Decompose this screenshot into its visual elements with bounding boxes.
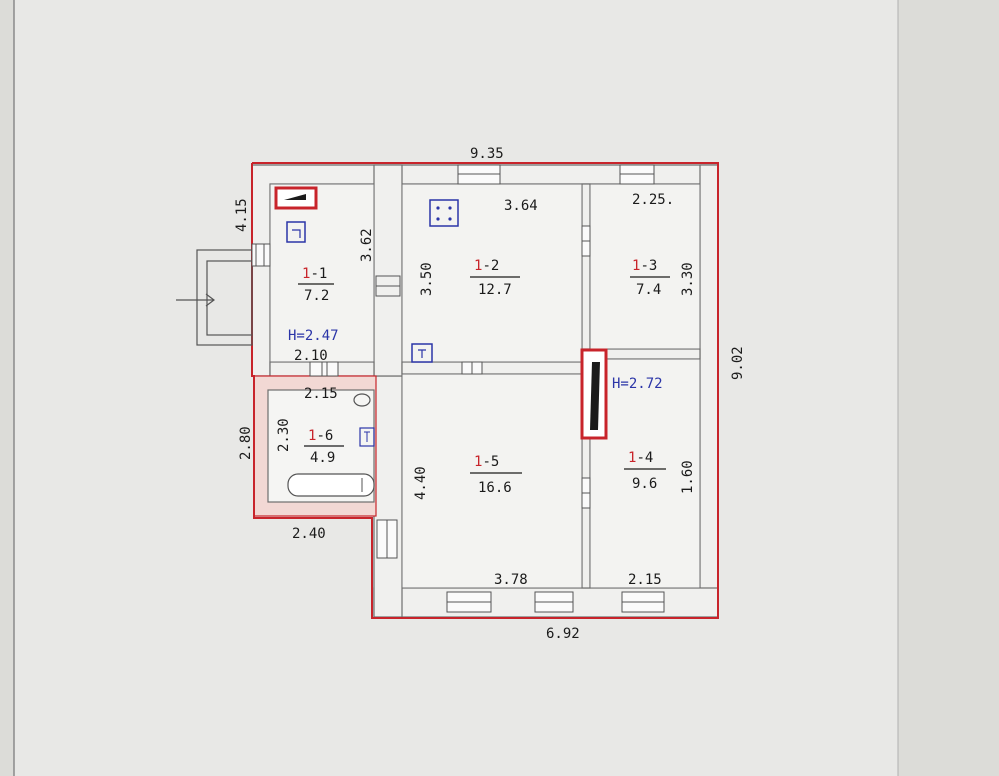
room-area-1-3: 7.4: [636, 282, 661, 298]
fixture-heater-bath: [359, 427, 375, 447]
windows: [376, 164, 665, 613]
dim-bottom-width: 6.92: [546, 626, 580, 642]
washbasin-bath: [353, 393, 371, 407]
doors: [251, 225, 591, 509]
door-1-1-to-bath: [309, 361, 339, 377]
height-labels: H=2.47 H=2.72: [288, 328, 663, 392]
dim-2-10: 2.10: [294, 348, 328, 364]
wall-room1-right: [373, 164, 403, 377]
dim-4-40: 4.40: [413, 466, 429, 500]
room-number-1-1: 1-1: [302, 266, 327, 282]
room-1-4-floor: [589, 358, 701, 589]
dim-top-width: 9.35: [470, 146, 504, 162]
fixture-t-1-2: [411, 343, 433, 363]
entrance-porch: [176, 249, 253, 346]
fixture-sink-1-1: [286, 221, 306, 243]
room-labels: 1-1 7.2 1-2 12.7 1-3 7.4 1-6 4.9 1-5 16.…: [298, 258, 670, 496]
wall-left-lower: [373, 375, 403, 618]
room-number-1-4: 1-4: [628, 450, 653, 466]
room-area-1-6: 4.9: [310, 450, 335, 466]
dim-2-15-bath: 2.15: [304, 386, 338, 402]
dim-right-height: 9.02: [730, 346, 746, 380]
height-room-1-4: H=2.72: [612, 376, 663, 392]
dim-2-15-room: 2.15: [628, 572, 662, 588]
room-number-1-3: 1-3: [632, 258, 657, 274]
dim-4-15: 4.15: [234, 198, 250, 232]
door-entrance: [251, 243, 271, 267]
dim-3-50: 3.50: [419, 262, 435, 296]
wall-room2-right: [581, 183, 591, 358]
room-area-1-1: 7.2: [304, 288, 329, 304]
wall-mid-horizontal: [401, 361, 583, 375]
dim-3-30: 3.30: [680, 262, 696, 296]
fixtures: [274, 186, 608, 497]
room-1-1-floor: [269, 183, 375, 363]
dimension-labels: 9.35 6.92 9.02 4.15 3.62 3.50 3.64 2.25.…: [234, 146, 746, 642]
dim-2-25: 2.25.: [632, 192, 674, 208]
room-number-1-6: 1-6: [308, 428, 333, 444]
room-floors: [269, 183, 701, 589]
room-1-2-floor: [401, 183, 583, 363]
room-1-3-floor: [589, 183, 701, 350]
bathtub: [287, 473, 375, 497]
dim-3-62: 3.62: [359, 228, 375, 262]
dim-3-78: 3.78: [494, 572, 528, 588]
stove-top-1-2: [429, 199, 459, 227]
dim-2-80: 2.80: [238, 426, 254, 460]
room-area-1-2: 12.7: [478, 282, 512, 298]
dim-2-40: 2.40: [292, 526, 326, 542]
room-area-1-4: 9.6: [632, 476, 657, 492]
outer-wall-right: [699, 164, 719, 618]
room-area-1-5: 16.6: [478, 480, 512, 496]
dim-2-30: 2.30: [276, 418, 292, 452]
room-number-1-5: 1-5: [474, 454, 499, 470]
dim-1-60: 1.60: [680, 460, 696, 494]
height-room-1-1: H=2.47: [288, 328, 339, 344]
exterior-red-outline: [251, 162, 719, 619]
room-number-1-2: 1-2: [474, 258, 499, 274]
room-1-5-floor: [401, 373, 583, 589]
dim-3-64: 3.64: [504, 198, 538, 214]
